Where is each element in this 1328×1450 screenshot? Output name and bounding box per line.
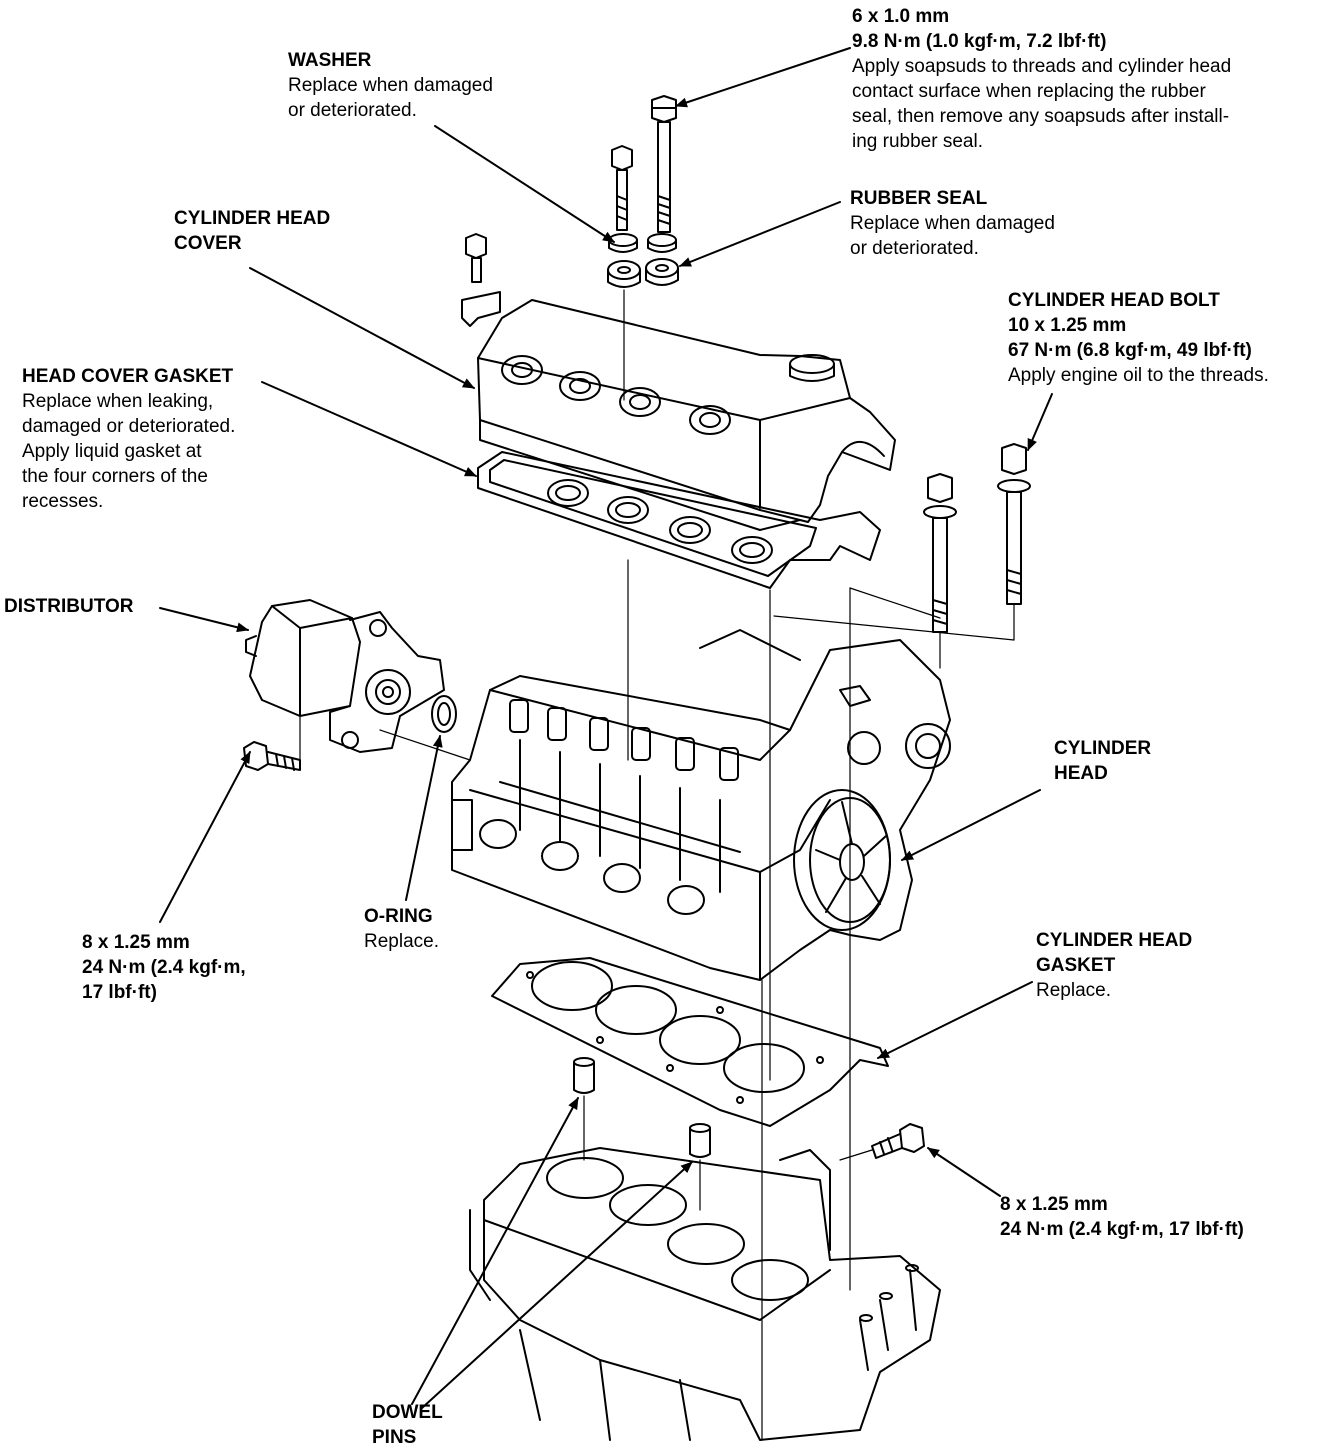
cover-gasket-note-3: Apply liquid gasket at	[22, 441, 202, 462]
cover-gasket-note-1: Replace when leaking,	[22, 391, 214, 412]
cylinder-head	[451, 629, 951, 981]
head-cover-gasket	[477, 451, 881, 589]
cover-gasket-title: HEAD COVER GASKET	[22, 366, 234, 387]
washer-label: WASHER Replace when damaged or deteriora…	[288, 48, 493, 123]
cylinder-head-title-2: HEAD	[1054, 763, 1108, 784]
cover-bolt-long	[651, 95, 677, 233]
top-bolt-label: 6 x 1.0 mm 9.8 N·m (1.0 kgf·m, 7.2 lbf·f…	[852, 4, 1231, 154]
distributor-bolt-spec: 8 x 1.25 mm	[82, 932, 190, 953]
head-bolt-spec: 10 x 1.25 mm	[1008, 315, 1127, 336]
distributor-o-ring	[431, 695, 457, 733]
engine-block	[469, 1147, 941, 1441]
cover-bolt-short	[611, 145, 633, 231]
rubber-seal-note-2: or deteriorated.	[850, 238, 979, 259]
cylinder-head-label: CYLINDER HEAD	[1054, 736, 1151, 786]
bracket-bolt	[461, 233, 501, 327]
o-ring-title: O-RING	[364, 906, 433, 927]
cover-gasket-note-2: damaged or deteriorated.	[22, 416, 236, 437]
distributor-title: DISTRIBUTOR	[4, 596, 134, 617]
o-ring-label: O-RING Replace.	[364, 904, 439, 954]
washer-title: WASHER	[288, 50, 372, 71]
dowel-pins	[573, 1057, 711, 1158]
cylinder-head-cover	[477, 299, 896, 531]
distributor	[245, 599, 445, 753]
head-bolt-torque: 67 N·m (6.8 kgf·m, 49 lbf·ft)	[1008, 340, 1252, 361]
rubber-seal-note-1: Replace when damaged	[850, 213, 1055, 234]
rubber-seals	[607, 258, 679, 288]
distributor-bolt	[243, 741, 301, 771]
washer-note-1: Replace when damaged	[288, 75, 493, 96]
top-bolt-note-4: ing rubber seal.	[852, 131, 983, 152]
washer-note-2: or deteriorated.	[288, 100, 417, 121]
top-bolt-note-2: contact surface when replacing the rubbe…	[852, 81, 1206, 102]
head-bolt-title: CYLINDER HEAD BOLT	[1008, 290, 1220, 311]
washers	[608, 233, 677, 253]
block-bolt-label: 8 x 1.25 mm 24 N·m (2.4 kgf·m, 17 lbf·ft…	[1000, 1192, 1244, 1242]
dowel-pins-label: DOWEL PINS	[372, 1400, 443, 1450]
rubber-seal-title: RUBBER SEAL	[850, 188, 988, 209]
block-bolt	[871, 1123, 925, 1159]
head-gasket-title-2: GASKET	[1036, 955, 1116, 976]
distributor-bolt-torque-1: 24 N·m (2.4 kgf·m,	[82, 957, 246, 978]
distributor-bolt-label: 8 x 1.25 mm 24 N·m (2.4 kgf·m, 17 lbf·ft…	[82, 930, 246, 1005]
head-cover-label: CYLINDER HEAD COVER	[174, 206, 330, 256]
camshaft-pulley	[793, 789, 891, 931]
block-bolt-spec: 8 x 1.25 mm	[1000, 1194, 1108, 1215]
top-bolt-note-1: Apply soapsuds to threads and cylinder h…	[852, 56, 1232, 77]
top-bolt-spec: 6 x 1.0 mm	[852, 6, 950, 27]
head-gasket-label: CYLINDER HEAD GASKET Replace.	[1036, 928, 1192, 1003]
o-ring-note: Replace.	[364, 931, 439, 952]
cover-gasket-label: HEAD COVER GASKET Replace when leaking, …	[22, 364, 235, 514]
cylinder-head-title-1: CYLINDER	[1054, 738, 1152, 759]
head-cover-title-2: COVER	[174, 233, 242, 254]
cover-gasket-note-4: the four corners of the	[22, 466, 208, 487]
head-gasket-title-1: CYLINDER HEAD	[1036, 930, 1193, 951]
rubber-seal-label: RUBBER SEAL Replace when damaged or dete…	[850, 186, 1055, 261]
distributor-bolt-torque-2: 17 lbf·ft)	[82, 982, 157, 1003]
head-cover-title-1: CYLINDER HEAD	[174, 208, 331, 229]
head-gasket-note: Replace.	[1036, 980, 1111, 1001]
block-bolt-torque: 24 N·m (2.4 kgf·m, 17 lbf·ft)	[1000, 1219, 1244, 1240]
cylinder-head-gasket	[491, 957, 889, 1127]
dowel-pins-title-1: DOWEL	[372, 1402, 443, 1423]
dowel-pins-title-2: PINS	[372, 1427, 417, 1448]
top-bolt-note-3: seal, then remove any soapsuds after ins…	[852, 106, 1230, 127]
leader-arrows	[159, 47, 1053, 1409]
alignment-lines	[299, 289, 1015, 1441]
distributor-label: DISTRIBUTOR	[4, 594, 133, 619]
top-bolt-torque: 9.8 N·m (1.0 kgf·m, 7.2 lbf·ft)	[852, 31, 1107, 52]
head-bolt-label: CYLINDER HEAD BOLT 10 x 1.25 mm 67 N·m (…	[1008, 288, 1269, 388]
cover-gasket-note-5: recesses.	[22, 491, 104, 512]
head-bolt-note: Apply engine oil to the threads.	[1008, 365, 1269, 386]
